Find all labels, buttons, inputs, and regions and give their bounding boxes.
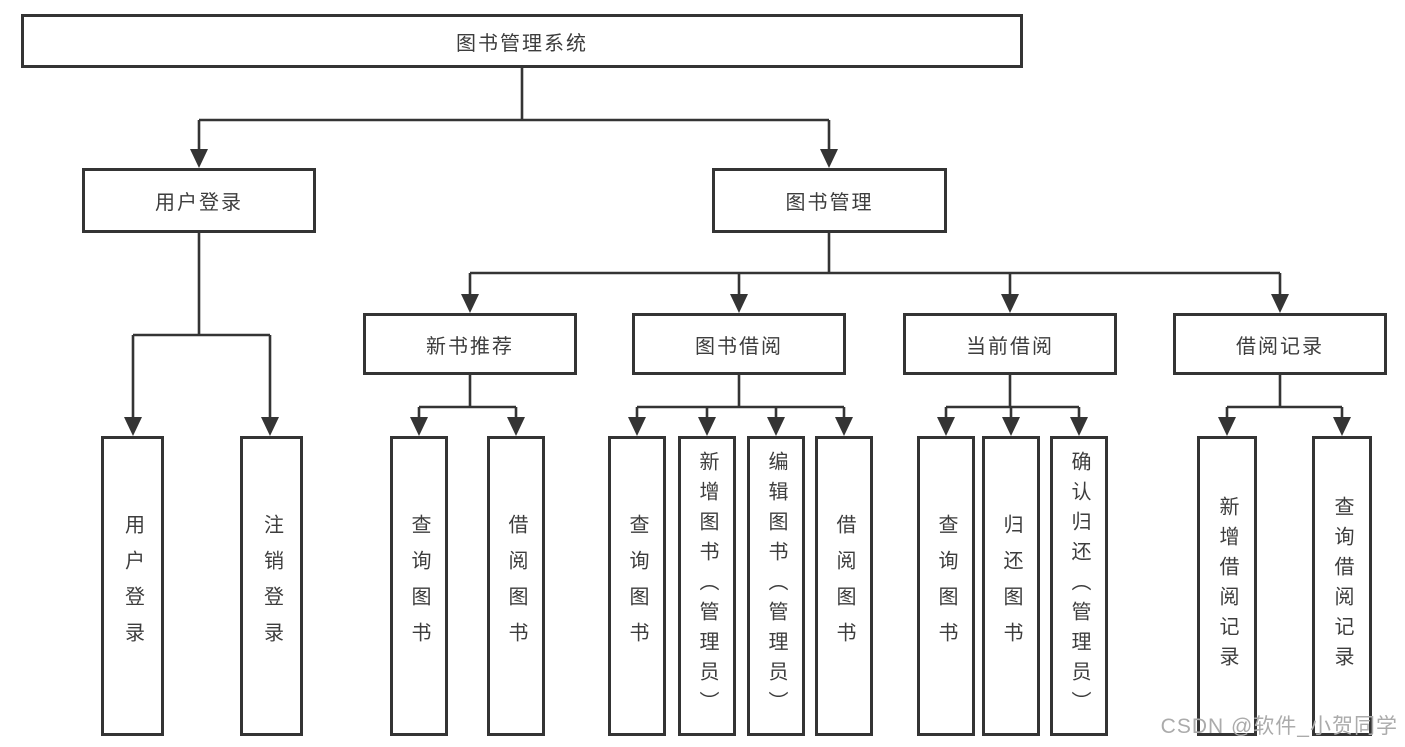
node-book-borrowing: 图书借阅 <box>632 313 846 375</box>
node-label: 当前借阅 <box>966 335 1054 358</box>
leaf-return-books: 归还图书 <box>982 436 1040 736</box>
csdn-watermark: CSDN @软件_小贺同学 <box>1160 715 1398 738</box>
leaf-label: 借阅图书 <box>833 514 855 658</box>
leaf-label: 查询借阅记录 <box>1331 496 1353 676</box>
leaf-query-books-recommend: 查询图书 <box>390 436 448 736</box>
leaf-label: 确认归还（管理员） <box>1068 451 1090 721</box>
node-new-book-recommendation: 新书推荐 <box>363 313 577 375</box>
leaf-borrow-books: 借阅图书 <box>815 436 873 736</box>
leaf-confirm-return-admin: 确认归还（管理员） <box>1050 436 1108 736</box>
leaf-query-borrow-record: 查询借阅记录 <box>1312 436 1372 736</box>
node-current-borrowing: 当前借阅 <box>903 313 1117 375</box>
node-label: 图书管理 <box>785 192 874 214</box>
leaf-user-login: 用户登录 <box>101 436 164 736</box>
leaf-query-books-borrow: 查询图书 <box>608 436 666 736</box>
leaf-label: 用户登录 <box>121 514 144 658</box>
leaf-label: 查询图书 <box>408 514 430 658</box>
node-label: 图书管理系统 <box>456 32 588 55</box>
leaf-label: 注销登录 <box>260 514 283 658</box>
node-label: 用户登录 <box>155 192 243 214</box>
leaf-logout: 注销登录 <box>240 436 303 736</box>
node-book-management: 图书管理 <box>712 168 947 233</box>
node-borrowing-records: 借阅记录 <box>1173 313 1387 375</box>
leaf-add-books-admin: 新增图书（管理员） <box>678 436 736 736</box>
node-user-login: 用户登录 <box>82 168 316 233</box>
leaf-label: 新增图书（管理员） <box>696 451 718 721</box>
leaf-label: 查询图书 <box>626 514 648 658</box>
leaf-query-books-current: 查询图书 <box>917 436 975 736</box>
node-label: 新书推荐 <box>426 335 514 358</box>
leaf-add-borrow-record: 新增借阅记录 <box>1197 436 1257 736</box>
leaf-label: 编辑图书（管理员） <box>765 451 787 721</box>
node-label: 图书借阅 <box>695 335 783 358</box>
leaf-borrow-books-recommend: 借阅图书 <box>487 436 545 736</box>
node-label: 借阅记录 <box>1236 335 1324 358</box>
node-system-root: 图书管理系统 <box>21 14 1023 68</box>
leaf-label: 归还图书 <box>1000 514 1022 658</box>
leaf-label: 新增借阅记录 <box>1216 496 1238 676</box>
leaf-label: 查询图书 <box>935 514 957 658</box>
leaf-edit-books-admin: 编辑图书（管理员） <box>747 436 805 736</box>
leaf-label: 借阅图书 <box>505 514 527 658</box>
